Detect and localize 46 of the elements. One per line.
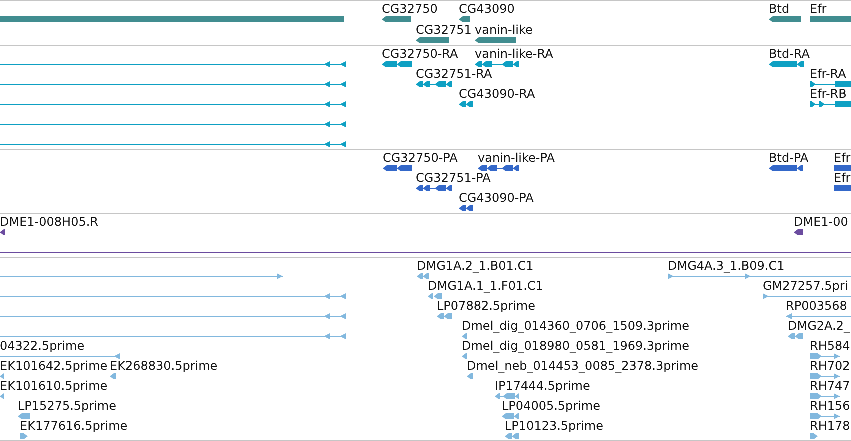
feature-label: LP15275.5prime bbox=[18, 400, 117, 412]
feature-label: DME1-00 bbox=[794, 216, 848, 228]
feature-label: DMG2A.2_ bbox=[788, 320, 850, 332]
feature-label: Efr bbox=[810, 2, 827, 16]
feature-label: vanin-like-PA bbox=[478, 152, 555, 164]
feature-label: CG43090-RA bbox=[459, 88, 536, 100]
feature-label: Dmel_neb_014453_0085_2378.3prime bbox=[467, 360, 699, 372]
feature-label: CG43090-PA bbox=[459, 192, 534, 204]
feature-label: CG32750-RA bbox=[382, 48, 458, 60]
feature-label: IP17444.5prime bbox=[495, 380, 590, 392]
feature-label: GM27257.5pri bbox=[763, 280, 848, 292]
feature-label: RP003568 bbox=[786, 300, 848, 312]
feature-label: Btd-RA bbox=[769, 48, 810, 60]
feature-label: vanin-like-RA bbox=[475, 48, 554, 60]
feature-label: Efr bbox=[834, 152, 851, 164]
feature-label: CG43090 bbox=[459, 2, 515, 16]
feature-label: RH178 bbox=[810, 420, 850, 432]
feature-label: CG32750-PA bbox=[383, 152, 458, 164]
feature-label: RH584 bbox=[810, 340, 850, 352]
feature-label: Efr-RA bbox=[810, 68, 846, 80]
feature-label: LP07882.5prime bbox=[437, 300, 536, 312]
feature-label: Efr-RB bbox=[810, 88, 847, 100]
feature-label: Btd bbox=[769, 2, 790, 16]
feature-label: CG32751 bbox=[416, 24, 472, 36]
feature-label: Btd-PA bbox=[769, 152, 809, 164]
feature-label: DMG4A.3_1.B09.C1 bbox=[668, 260, 785, 272]
feature-label: DME1-008H05.R bbox=[0, 216, 98, 228]
feature-label: EK101642.5prime bbox=[0, 360, 108, 372]
feature-label: Dmel_dig_014360_0706_1509.3prime bbox=[462, 320, 690, 332]
feature-label: EK268830.5prime bbox=[110, 360, 218, 372]
feature-label: CG32751-PA bbox=[416, 172, 491, 184]
feature-label: LP10123.5prime bbox=[505, 420, 604, 432]
feature-label: DMG1A.2_1.B01.C1 bbox=[417, 260, 534, 272]
feature-label: EK177616.5prime bbox=[20, 420, 128, 432]
feature-label: 04322.5prime bbox=[0, 340, 85, 352]
feature-label: DMG1A.1_1.F01.C1 bbox=[428, 280, 544, 292]
feature-label: LP04005.5prime bbox=[502, 400, 601, 412]
feature-label: Efr bbox=[834, 172, 851, 184]
feature-label: CG32751-RA bbox=[416, 68, 492, 80]
feature-label: RH747 bbox=[810, 380, 850, 392]
feature-label: RH702 bbox=[810, 360, 850, 372]
feature-label: EK101610.5prime bbox=[0, 380, 108, 392]
feature-label: vanin-like bbox=[475, 24, 533, 36]
feature-label: CG32750 bbox=[382, 2, 438, 16]
feature-label: Dmel_dig_018980_0581_1969.3prime bbox=[462, 340, 690, 352]
feature-label: RH156 bbox=[810, 400, 850, 412]
